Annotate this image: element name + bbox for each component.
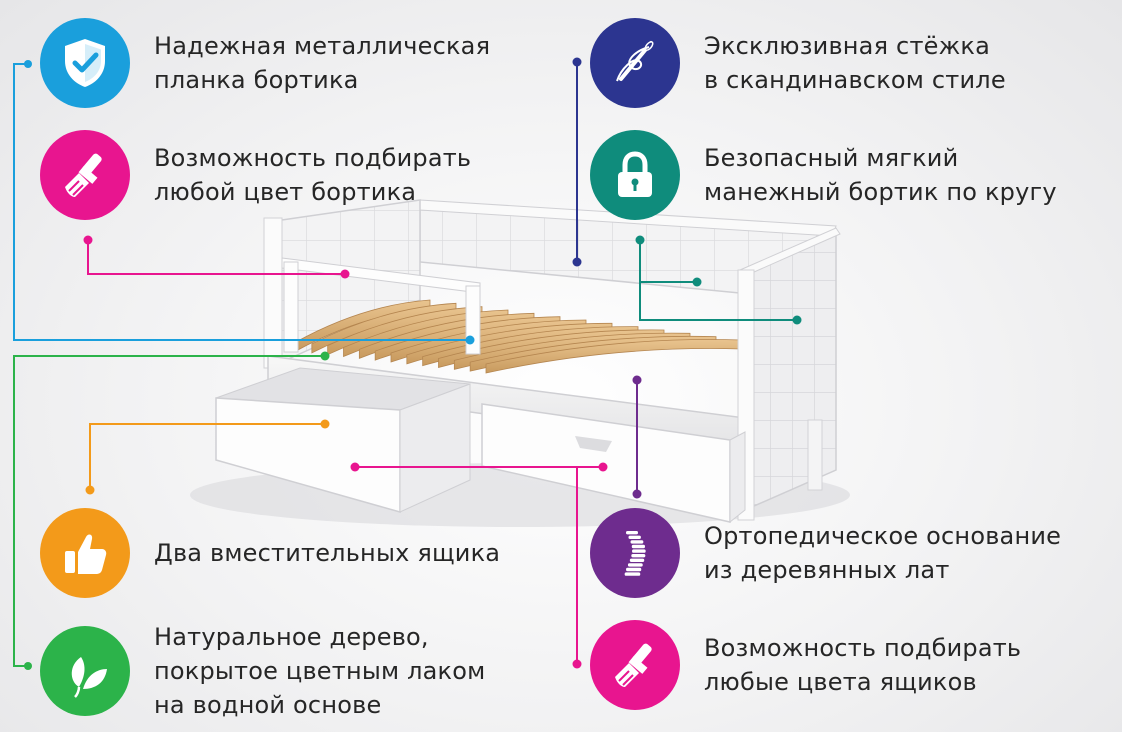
text-line: Ортопедическое основание: [704, 522, 1062, 550]
feature-side-color-text: Возможность подбирать любой цвет бортика: [154, 141, 471, 209]
text-line: в скандинавском стиле: [704, 66, 1006, 94]
vertebra: [631, 554, 646, 558]
padlock-badge: [590, 130, 680, 220]
paint-brush-badge: [40, 130, 130, 220]
vertebra: [626, 531, 638, 535]
thumbs-up-badge: [40, 508, 130, 598]
shield-check-badge: [40, 18, 130, 108]
vertebra: [626, 567, 642, 572]
feature-soft-side-text: Безопасный мягкий манежный бортик по кру…: [704, 141, 1057, 209]
vertebra: [632, 549, 646, 553]
text-line: Два вместительных ящика: [154, 539, 501, 567]
text-line: Эксклюзивная стёжка: [704, 32, 991, 60]
text-line: Возможность подбирать: [704, 634, 1022, 662]
feature-metal-plank: Надежная металлическая планка бортика: [40, 18, 490, 108]
shield-check-icon: [65, 39, 105, 87]
paint-brush-icon: [65, 153, 102, 197]
feature-soft-side: Безопасный мягкий манежный бортик по кру…: [590, 130, 1057, 220]
vertebra: [624, 572, 641, 576]
vertebra: [627, 563, 643, 567]
feature-wood-text: Натуральное дерево, покрытое цветным лак…: [154, 620, 485, 722]
feature-drawers: Два вместительных ящика: [40, 508, 500, 598]
feature-orthopedic-text: Ортопедическое основание из деревянных л…: [704, 519, 1061, 587]
padlock-icon: [618, 151, 652, 197]
feature-stitching: Эксклюзивная стёжка в скандинавском стил…: [590, 18, 1006, 108]
connector-lines: [13, 57, 802, 670]
text-line: планка бортика: [154, 66, 359, 94]
leaf-badge: [40, 626, 130, 716]
paint-brush-badge: [590, 620, 680, 710]
text-line: любой цвет бортика: [154, 178, 417, 206]
text-line: Надежная металлическая: [154, 32, 491, 60]
text-line: покрытое цветным лаком: [154, 657, 486, 685]
thumbs-up-icon: [65, 534, 107, 574]
vertebra: [629, 558, 645, 562]
text-line: Натуральное дерево,: [154, 623, 429, 651]
feature-drawers-text: Два вместительных ящика: [154, 536, 500, 570]
vertebra: [630, 540, 644, 544]
drawer-left-side: [399, 383, 471, 513]
text-line: на водной основе: [154, 691, 382, 719]
left-post: [263, 217, 283, 369]
feature-stitching-text: Эксклюзивная стёжка в скандинавском стил…: [704, 29, 1006, 97]
feature-orthopedic: Ортопедическое основание из деревянных л…: [590, 508, 1061, 598]
text-line: Возможность подбирать: [154, 144, 472, 172]
vertebra: [631, 544, 645, 549]
paint-brush-icon: [615, 643, 652, 687]
drawer-right-handle: [575, 436, 612, 452]
feature-wood: Натуральное дерево, покрытое цветным лак…: [40, 620, 485, 722]
text-line: Безопасный мягкий: [704, 144, 959, 172]
feature-metal-plank-text: Надежная металлическая планка бортика: [154, 29, 490, 97]
right-back-leg: [807, 419, 823, 491]
drawer-right-side: [729, 431, 746, 524]
leaf-icon: [71, 657, 107, 698]
vertebra: [628, 535, 641, 539]
feature-drawer-color-text: Возможность подбирать любые цвета ящиков: [704, 631, 1021, 699]
needle-thread-icon: [616, 41, 654, 82]
text-line: любые цвета ящиков: [704, 668, 977, 696]
text-line: манежный бортик по кругу: [704, 178, 1057, 206]
needle-thread-badge: [590, 18, 680, 108]
side-rail-post-left: [283, 261, 299, 353]
feature-drawer-color: Возможность подбирать любые цвета ящиков: [590, 620, 1021, 710]
spine-badge: [590, 508, 680, 598]
feature-side-color: Возможность подбирать любой цвет бортика: [40, 130, 471, 220]
spine-icon: [624, 531, 646, 576]
text-line: из деревянных лат: [704, 556, 950, 584]
